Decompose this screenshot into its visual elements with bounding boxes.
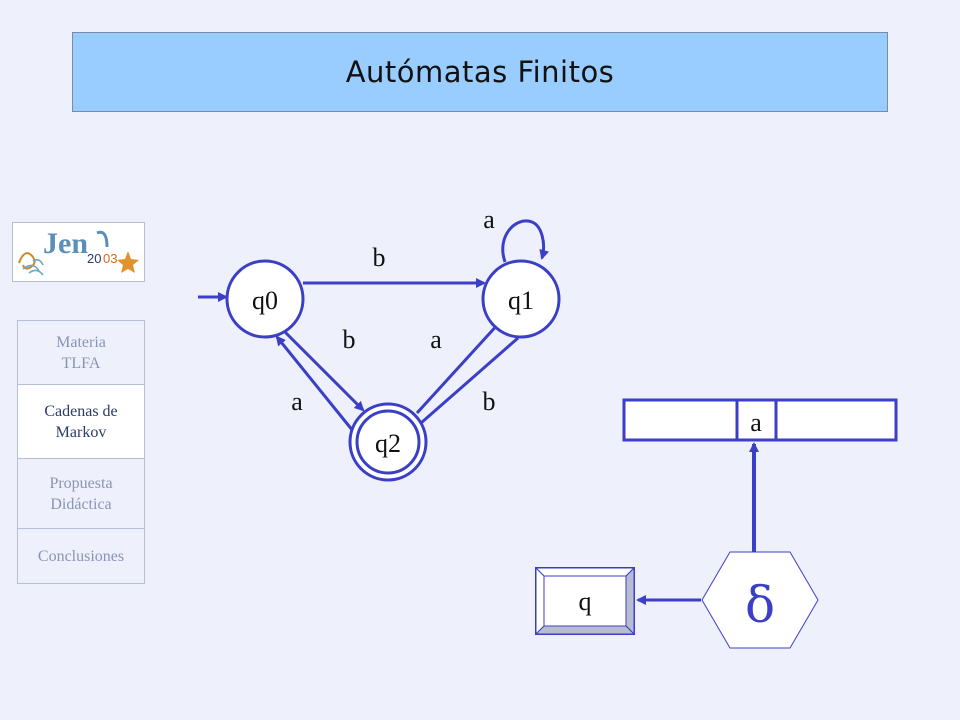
state-q0-label: q0: [252, 286, 278, 315]
label-q2-q1: a: [430, 325, 442, 354]
label-q1-q1: a: [483, 205, 495, 234]
logo-year-a: 20: [87, 251, 101, 266]
input-tape: a: [622, 398, 898, 442]
state-q2-label: q2: [375, 429, 401, 458]
starfish-icon: [117, 251, 139, 273]
jenui-logo: Jen 20 03: [12, 222, 145, 282]
edge-q2-q1: [415, 320, 502, 415]
logo-year-b: 03: [103, 251, 117, 266]
nav-item-label: Cadenas de Markov: [44, 402, 118, 441]
logo-text-main: Jen: [43, 227, 88, 260]
nav-item-materia[interactable]: Materia TLFA: [18, 321, 144, 385]
state-q1: q1: [481, 259, 561, 339]
state-q0: q0: [225, 259, 305, 339]
label-q0-q2: b: [343, 325, 356, 354]
nav-item-cadenas[interactable]: Cadenas de Markov: [18, 385, 144, 459]
nav-item-propuesta[interactable]: Propuesta Didáctica: [18, 459, 144, 529]
page-title: Autómatas Finitos: [345, 55, 615, 89]
label-q2-q0: a: [291, 387, 303, 416]
label-q0-q1: b: [373, 243, 386, 272]
transition-function-hexagon: δ: [701, 551, 819, 649]
state-register-label: q: [579, 587, 592, 616]
title-bar: Autómatas Finitos: [72, 32, 888, 112]
state-register: q: [534, 566, 636, 636]
nav-item-label: Conclusiones: [37, 547, 125, 565]
edge-q1-q2: [411, 336, 519, 432]
edge-q0-q2: [276, 323, 365, 412]
nav-item-label: Materia TLFA: [56, 333, 106, 372]
delta-symbol: δ: [745, 576, 775, 634]
state-q2-accepting: q2: [348, 402, 428, 482]
side-nav: Materia TLFA Cadenas de Markov Propuesta…: [17, 320, 145, 584]
state-q1-label: q1: [508, 286, 534, 315]
jenui-logo-graphic: Jen 20 03: [13, 223, 144, 281]
edge-q1-q1: [501, 219, 550, 263]
nav-item-label: Propuesta Didáctica: [49, 474, 113, 513]
tape-cell-symbol: a: [750, 408, 762, 437]
label-q1-q2: b: [483, 387, 496, 416]
edge-q2-q0: [275, 335, 355, 432]
nav-item-conclusiones[interactable]: Conclusiones: [18, 529, 144, 583]
